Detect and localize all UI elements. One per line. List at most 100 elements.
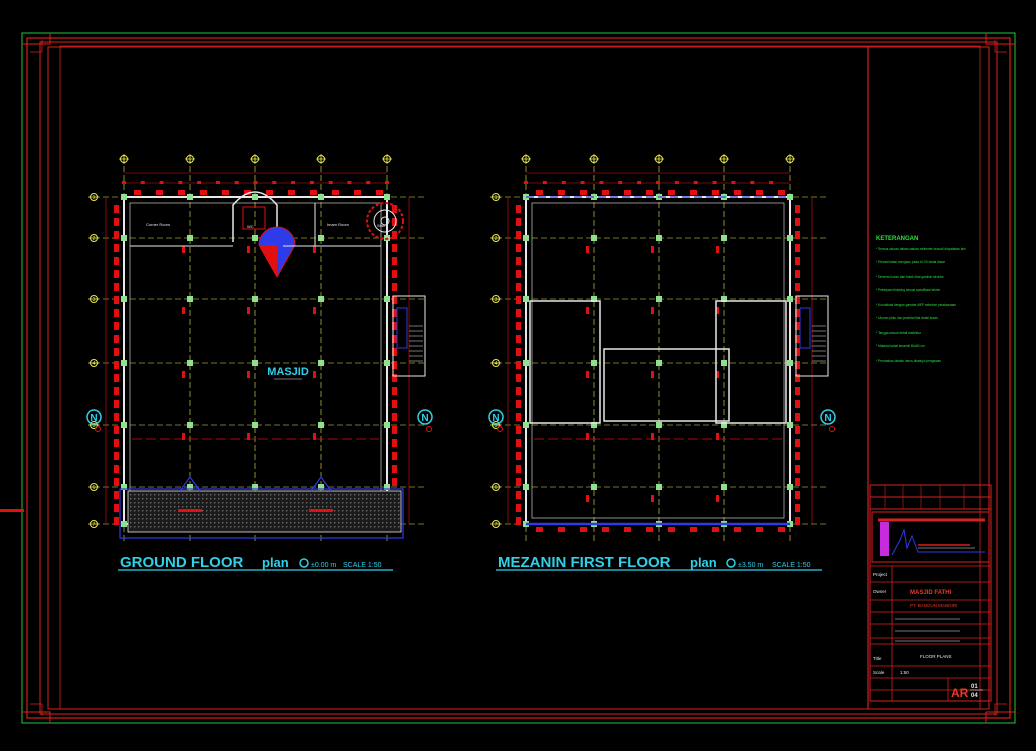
hatch-dot — [250, 502, 252, 504]
hatch-dot — [170, 498, 172, 500]
column-marker — [516, 465, 521, 473]
hatch-dot — [246, 506, 248, 508]
hatch-dot — [370, 518, 372, 520]
hatch-dot — [398, 498, 400, 500]
hatch-dot — [170, 506, 172, 508]
hatch-dot — [262, 498, 264, 500]
note-item: * Dimensi kolom dan balok lihat gambar s… — [876, 275, 945, 279]
hatch-dot — [374, 526, 376, 528]
minaret-core — [380, 216, 390, 226]
hatch-dot — [242, 506, 244, 508]
hatch-dot — [278, 506, 280, 508]
hatch-dot — [222, 498, 224, 500]
hatch-dot — [210, 522, 212, 524]
column-marker — [795, 491, 800, 499]
hatch-dot — [318, 522, 320, 524]
hatch-dot — [322, 514, 324, 516]
hatch-dot — [266, 498, 268, 500]
column-marker — [795, 309, 800, 317]
hatch-dot — [366, 502, 368, 504]
hatch-dot — [262, 518, 264, 520]
hatch-dot — [234, 526, 236, 528]
hatch-dot — [382, 506, 384, 508]
hatch-dot — [342, 514, 344, 516]
hatch-dot — [162, 518, 164, 520]
grid-bubble-top — [185, 154, 195, 164]
column-marker — [114, 387, 119, 395]
hatch-dot — [294, 494, 296, 496]
hatch-dot — [130, 518, 132, 520]
column-marker — [716, 495, 719, 502]
section-marker-icon — [497, 426, 503, 432]
hatch-dot — [262, 514, 264, 516]
grid-bubble-left: 4 — [88, 359, 99, 367]
column-marker — [114, 244, 119, 252]
hatch-dot — [258, 514, 260, 516]
hatch-dot — [302, 498, 304, 500]
hatch-dot — [146, 526, 148, 528]
hatch-dot — [238, 510, 240, 512]
hatch-dot — [202, 510, 204, 512]
terrace-edge — [119, 488, 404, 539]
grid-bubble-left: 7 — [88, 520, 99, 528]
hatch-dot — [366, 498, 368, 500]
column-marker — [114, 270, 119, 278]
column — [252, 235, 258, 241]
hatch-dot — [298, 494, 300, 496]
hatch-dot — [322, 502, 324, 504]
hatch-dot — [318, 494, 320, 496]
column — [318, 194, 324, 200]
hatch-dot — [254, 510, 256, 512]
grid-number: 2 — [93, 236, 96, 242]
hatch-dot — [370, 510, 372, 512]
column-marker — [516, 413, 521, 421]
grid-bubble-left: 2 — [88, 234, 99, 242]
hatch-dot — [390, 526, 392, 528]
dimension-tick — [769, 181, 774, 184]
hatch-dot — [310, 526, 312, 528]
hatch-dot — [130, 526, 132, 528]
dimension-tick — [178, 181, 183, 184]
owner-label: Owner — [873, 589, 887, 594]
grid-bubble-left: 3 — [490, 295, 501, 303]
stair-core — [392, 295, 426, 377]
hatch-dot — [270, 514, 272, 516]
hatch-dot — [150, 498, 152, 500]
column-marker — [392, 400, 397, 408]
hatch-dot — [154, 506, 156, 508]
column-marker — [516, 244, 521, 252]
hatch-dot — [138, 518, 140, 520]
hatch-dot — [354, 502, 356, 504]
column-marker — [734, 190, 741, 195]
north-label: N — [492, 413, 499, 424]
column-marker — [778, 527, 785, 532]
hatch-dot — [322, 498, 324, 500]
column-marker — [795, 439, 800, 447]
hatch-dot — [246, 526, 248, 528]
hatch-dot — [138, 506, 140, 508]
hatch-dot — [334, 506, 336, 508]
hatch-dot — [194, 514, 196, 516]
hatch-dot — [190, 522, 192, 524]
hatch-dot — [198, 514, 200, 516]
hatch-dot — [206, 494, 208, 496]
hatch-dot — [226, 506, 228, 508]
column — [656, 484, 662, 490]
dimension-tick — [197, 181, 202, 184]
hatch-dot — [154, 522, 156, 524]
hatch-dot — [210, 514, 212, 516]
hatch-dot — [314, 502, 316, 504]
hatch-dot — [342, 494, 344, 496]
hatch-dot — [286, 522, 288, 524]
hatch-dot — [346, 518, 348, 520]
hatch-dot — [366, 514, 368, 516]
hatch-dot — [350, 526, 352, 528]
north-arrow: N — [417, 409, 433, 432]
grid-bubble-top — [521, 154, 531, 164]
hatch-dot — [274, 502, 276, 504]
hatch-dot — [246, 522, 248, 524]
column-marker — [516, 491, 521, 499]
hatch-dot — [258, 510, 260, 512]
column-marker — [586, 307, 589, 314]
hatch-dot — [294, 506, 296, 508]
